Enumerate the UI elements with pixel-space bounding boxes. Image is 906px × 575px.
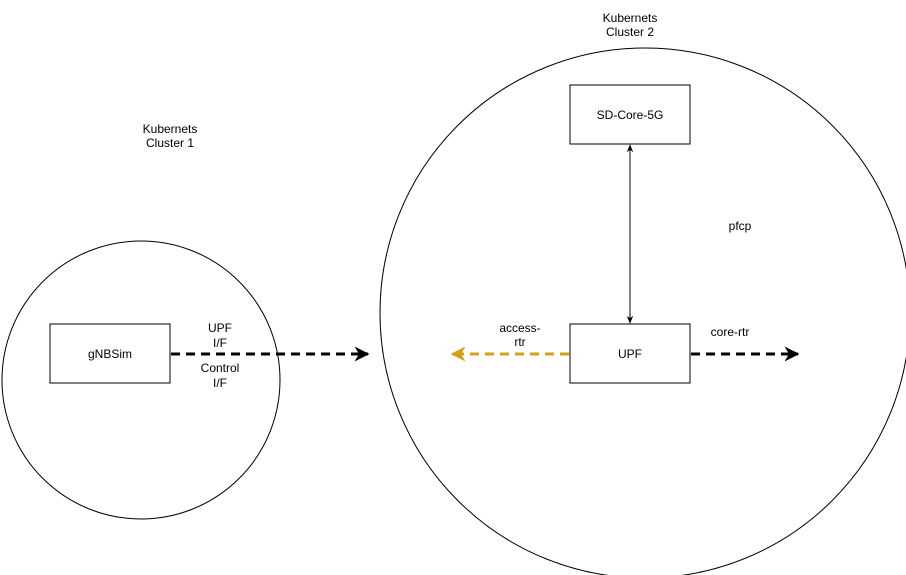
core-rtr-label: core-rtr: [711, 325, 750, 339]
cluster-1-label-line2: Cluster 1: [146, 136, 194, 150]
sdcore-label: SD-Core-5G: [597, 108, 664, 122]
control-if-label-line2: I/F: [213, 376, 227, 390]
access-rtr-label-line1: access-: [499, 321, 540, 335]
cluster-2-circle: [379, 47, 906, 575]
access-rtr-label-line2: rtr: [514, 335, 525, 349]
pfcp-label: pfcp: [729, 219, 752, 233]
upf-node[interactable]: [569, 323, 691, 384]
upf-label: UPF: [618, 347, 642, 361]
upf-if-label-line2: I/F: [213, 336, 227, 350]
cluster-2-label-line1: Kubernets: [603, 11, 658, 25]
cluster-2-label-line2: Cluster 2: [606, 25, 654, 39]
sdcore-node[interactable]: [569, 84, 691, 145]
cluster-1-circle: [1, 240, 281, 520]
gnbsim-label: gNBSim: [88, 347, 132, 361]
cluster-1-label-line1: Kubernets: [143, 122, 198, 136]
control-if-label-line1: Control: [201, 361, 240, 375]
upf-if-label-line1: UPF: [208, 321, 232, 335]
gnbsim-node[interactable]: [49, 323, 171, 384]
